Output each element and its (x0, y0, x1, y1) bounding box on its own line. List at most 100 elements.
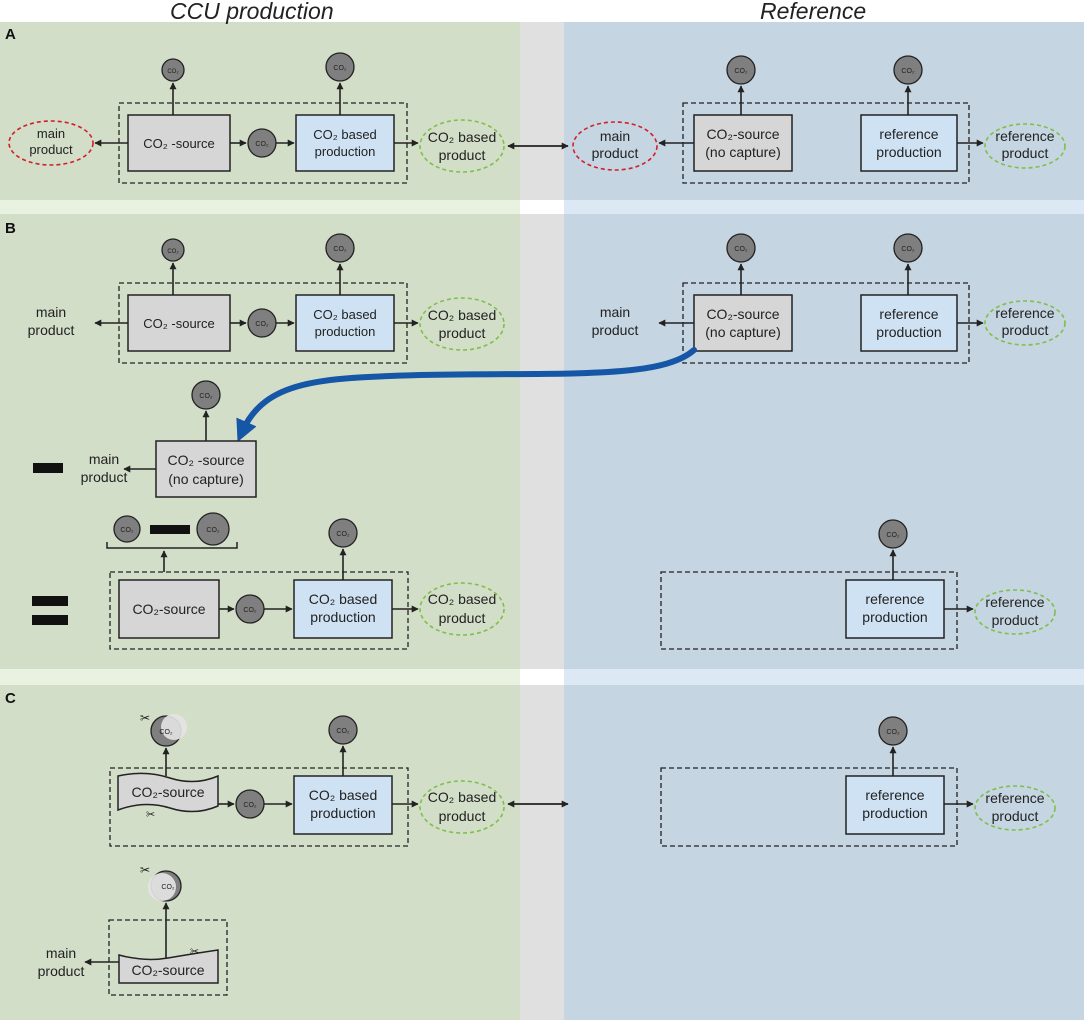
main-product-label-1: main (46, 945, 76, 961)
background (0, 22, 1084, 1020)
reference-product-node (984, 300, 1066, 346)
co2-circle (196, 512, 230, 546)
cut-overlay (148, 873, 176, 901)
co2-based-product-label-1: CO₂ based (428, 591, 496, 607)
panel-c: CO₂-source ✂ CO₂ ✂ CO₂ CO₂ based product… (38, 711, 1056, 996)
minus-sign (33, 463, 63, 473)
separator-bc-right (564, 669, 1084, 685)
minus-sign (150, 525, 190, 534)
reference-product-label-2: product (992, 808, 1039, 824)
co2-source-nocapture-box (693, 114, 793, 172)
co2-based-production-label-1: CO₂ based (313, 127, 377, 142)
reference-product-label-2: product (1002, 145, 1049, 161)
co2-based-production-label-2: production (310, 805, 375, 821)
co2-based-production-box (293, 579, 393, 639)
reference-production-label-1: reference (879, 126, 938, 142)
co2-based-production-label-1: CO₂ based (309, 787, 377, 803)
panel-b-label: B (5, 220, 16, 237)
co2-circle-label: CO₂ (255, 321, 269, 328)
co2-based-production-label-1: CO₂ based (309, 591, 377, 607)
co2-emission-label: CO₂ (167, 69, 179, 75)
reference-product-node (984, 123, 1066, 169)
main-product-label-2: product (81, 469, 128, 485)
reference-product-label-1: reference (985, 790, 1044, 806)
ccu-system-boundary (109, 767, 409, 847)
scissors-icon: ✂ (146, 809, 155, 821)
co2-circle-label: CO₂ (243, 802, 257, 809)
co2-emission-label: CO₂ (886, 532, 900, 539)
co2-based-product-node (419, 119, 505, 173)
co2-based-product-label-2: product (439, 610, 486, 626)
co2-circle-label: CO₂ (120, 527, 134, 534)
reference-production-label-2: production (876, 144, 941, 160)
reference-production-label-2: production (862, 805, 927, 821)
scissors-icon: ✂ (190, 946, 199, 958)
co2-source-label: CO₂-source (132, 601, 205, 617)
co2-based-production-box (295, 114, 395, 172)
co2-circle (113, 515, 141, 543)
scissors-icon: ✂ (140, 863, 150, 877)
panel-b: main product CO₂ -source CO₂ CO₂ based p… (28, 233, 1066, 650)
co2-source-nocapture-label-2: (no capture) (705, 144, 780, 160)
co2-emission-circle (878, 716, 908, 746)
reference-system-boundary (660, 767, 958, 847)
ccu-system-boundary (109, 571, 409, 650)
co2-emission-circle (325, 233, 355, 263)
co2-emission-circle (328, 715, 358, 745)
main-product-label-1: main (36, 304, 66, 320)
bracket (106, 542, 238, 549)
panel-c-label: C (5, 690, 16, 707)
co2-based-product-label-2: product (439, 808, 486, 824)
co2-based-production-label-2: production (315, 144, 376, 159)
reference-production-label-1: reference (879, 306, 938, 322)
co2-source-nocapture-label-1: CO₂ -source (167, 452, 244, 468)
co2-based-production-box (295, 294, 395, 352)
co2-emission-circle (325, 52, 355, 82)
main-product-label-2: product (28, 322, 75, 338)
co2-source-nocapture-label-1: CO₂-source (706, 306, 779, 322)
co2-based-product-node (419, 780, 505, 834)
co2-based-product-node (419, 582, 505, 636)
reference-production-box (845, 579, 945, 639)
reference-product-label-2: product (992, 612, 1039, 628)
co2-based-product-label-1: CO₂ based (428, 129, 496, 145)
co2-emission-circle (191, 380, 221, 410)
reference-production-box (860, 114, 958, 172)
co2-emission-label: CO₂ (333, 65, 347, 72)
main-product-label-1: main (37, 126, 65, 141)
co2-based-production-box (293, 775, 393, 835)
reference-production-label-1: reference (865, 787, 924, 803)
co2-source-nocapture-label-2: (no capture) (168, 471, 243, 487)
main-product-label-2: product (592, 322, 639, 338)
reference-production-box (845, 775, 945, 835)
co2-source-label: CO₂ -source (143, 136, 215, 151)
panel-a-label: A (5, 26, 16, 43)
co2-emission-circle (893, 55, 923, 85)
gap-column-bg (520, 22, 564, 1020)
co2-source-label: CO₂ -source (143, 316, 215, 331)
ccu-column-bg (0, 22, 520, 1020)
co2-source-cut-box (117, 772, 219, 813)
reference-production-label-2: production (876, 324, 941, 340)
co2-emission-circle (726, 233, 756, 263)
co2-source-box (118, 579, 220, 639)
co2-emission-label: CO₂ (886, 729, 900, 736)
co2-emission-circle (161, 58, 185, 82)
reference-product-label-1: reference (995, 305, 1054, 321)
co2-source-cut-box (118, 949, 219, 984)
co2-based-product-label-2: product (439, 325, 486, 341)
separator-ab-mid (520, 200, 564, 214)
main-product-label-1: main (89, 451, 119, 467)
co2-circle-label: CO₂ (255, 141, 269, 148)
co2-based-production-label-2: production (315, 324, 376, 339)
co2-based-product-label-2: product (439, 147, 486, 163)
co2-emission-label: CO₂ (901, 68, 915, 75)
co2-emission-label: CO₂ (159, 729, 173, 736)
co2-source-nocapture-box (693, 294, 793, 352)
co2-based-product-label-1: CO₂ based (428, 789, 496, 805)
co2-emission-circle (878, 519, 908, 549)
co2-based-production-label-1: CO₂ based (313, 307, 377, 322)
separator-bc-mid (520, 669, 564, 685)
co2-based-product-node (419, 297, 505, 351)
separator-ab-left (0, 200, 520, 214)
